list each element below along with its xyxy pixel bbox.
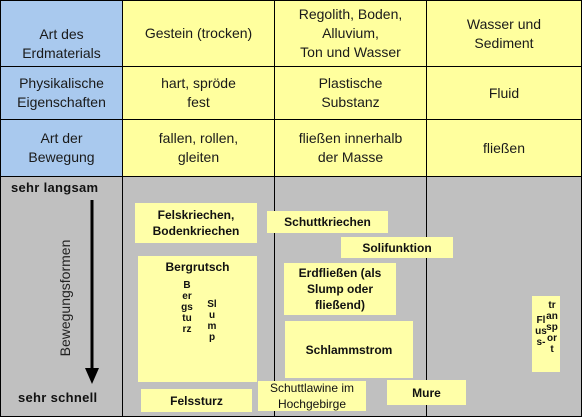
form-felssturz: Felssturz — [141, 389, 252, 412]
form-flusstransport-box — [532, 296, 560, 372]
form-felskriechen: Felskriechen, Bodenkriechen — [135, 203, 257, 243]
form-slump: Slump — [207, 299, 217, 343]
form-bergrutsch-group — [138, 256, 257, 382]
border-top — [0, 0, 582, 1]
row2-label: Physikalische Eigenschaften — [1, 67, 122, 119]
divider-col1 — [122, 0, 123, 417]
form-bergrutsch: Bergrutsch — [165, 260, 230, 274]
form-schuttkriechen: Schuttkriechen — [267, 211, 388, 233]
form-transport: transport — [546, 300, 558, 355]
speed-arrow-icon — [85, 200, 99, 384]
form-bergsturz: Bergsturz — [181, 280, 193, 335]
divider-col2 — [274, 0, 275, 417]
form-mure: Mure — [387, 380, 466, 405]
form-fluss: Fluss- — [535, 315, 547, 348]
axis-label: Bewegungsformen — [57, 239, 73, 357]
axis-slow-label: sehr langsam — [11, 180, 99, 195]
form-erdfliessen: Erdfließen (als Slump oder fließend) — [284, 263, 396, 315]
row1-col1: Gestein (trocken) — [123, 1, 274, 66]
axis-label-wrap: Bewegungsformen — [55, 230, 75, 370]
row3-col1: fallen, rollen, gleiten — [123, 120, 274, 176]
row2-col3: Fluid — [427, 67, 581, 119]
border-left — [0, 0, 1, 417]
divider-row1 — [0, 66, 582, 67]
row1-col3: Wasser und Sediment — [427, 1, 581, 66]
row2-col2: Plastische Substanz — [275, 67, 426, 119]
row3-label: Art der Bewegung — [1, 120, 122, 176]
row3-col3: fließen — [427, 120, 581, 176]
row2-col1: hart, spröde fest — [123, 67, 274, 119]
divider-col3 — [426, 0, 427, 417]
divider-row2 — [0, 119, 582, 120]
row1-col2: Regolith, Boden, Alluvium, Ton und Wasse… — [275, 1, 426, 66]
divider-row3 — [0, 176, 582, 177]
row3-col2: fließen innerhalb der Masse — [275, 120, 426, 176]
axis-fast-label: sehr schnell — [18, 390, 98, 405]
form-schuttlawine: Schuttlawine im Hochgebirge — [258, 381, 366, 411]
form-schlammstrom: Schlammstrom — [285, 321, 413, 378]
form-solifunktion: Solifunktion — [341, 237, 453, 258]
